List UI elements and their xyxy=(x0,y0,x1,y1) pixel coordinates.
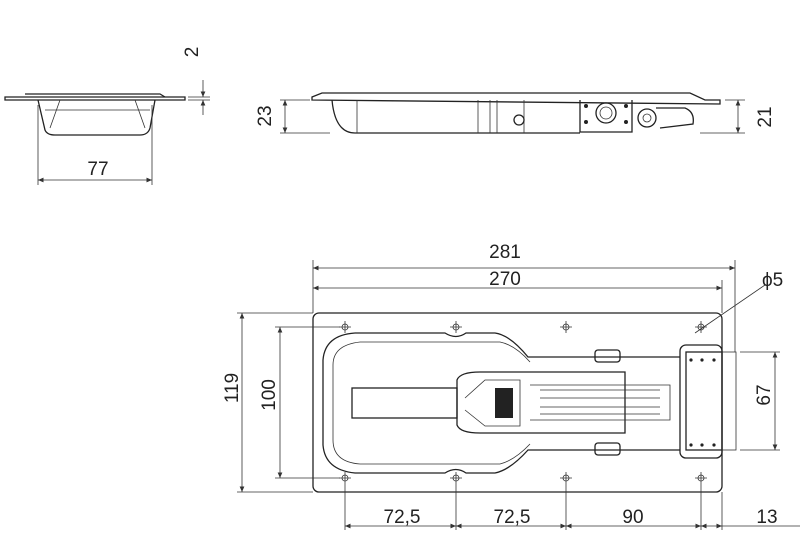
mounting-holes xyxy=(339,321,707,484)
dim-spacing-2: 72,5 xyxy=(494,507,531,528)
dim-plate-length-270: 270 xyxy=(489,269,521,290)
dim-bracket-width-67: 67 xyxy=(754,384,775,405)
dim-spacing-1: 72,5 xyxy=(384,507,421,528)
dim-spacing-3: 90 xyxy=(622,507,643,528)
dim-width-77: 77 xyxy=(87,159,108,180)
top-view: 281 270 ϕ5 119 100 67 72,5 72,5 90 xyxy=(222,242,800,530)
dim-overall-width-119: 119 xyxy=(222,373,243,403)
front-view: 77 2 xyxy=(4,47,210,185)
dim-height-23: 23 xyxy=(255,105,276,126)
side-view: 23 21 xyxy=(255,92,776,134)
dim-thickness-2: 2 xyxy=(182,47,203,58)
dim-spacing-4: 13 xyxy=(756,507,777,528)
dim-hole-diameter: ϕ5 xyxy=(762,270,783,291)
dim-height-21: 21 xyxy=(755,106,776,127)
dim-inner-width-100: 100 xyxy=(259,379,280,411)
dim-overall-length-281: 281 xyxy=(489,242,521,263)
